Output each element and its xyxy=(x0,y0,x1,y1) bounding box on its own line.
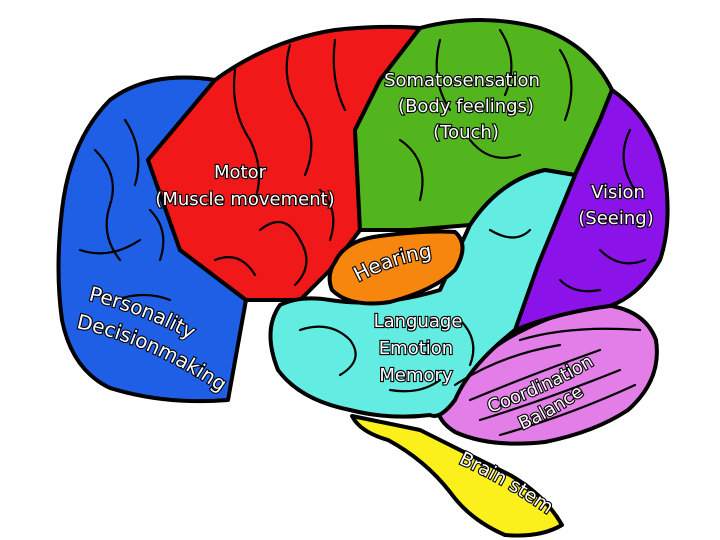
label-somatosensation: Somatosensation (Body feelings) (Touch) xyxy=(383,69,541,144)
label-temporal-line2: Emotion xyxy=(379,338,453,359)
label-vision-line2: (Seeing) xyxy=(578,208,653,229)
label-motor-line1: Motor xyxy=(214,162,267,183)
label-motor: Motor (Muscle movement) xyxy=(154,161,336,211)
hearing-region xyxy=(327,229,465,306)
temporal-region xyxy=(268,168,577,419)
label-motor-line2: (Muscle movement) xyxy=(155,189,334,210)
label-temporal: Language Emotion Memory xyxy=(372,310,463,387)
label-temporal-line3: Memory xyxy=(379,365,453,386)
label-somatosensation-line1: Somatosensation xyxy=(384,70,540,91)
label-somatosensation-line3: (Touch) xyxy=(433,122,499,143)
label-temporal-line1: Language xyxy=(374,311,463,332)
label-somatosensation-line2: (Body feelings) xyxy=(398,96,534,117)
label-vision: Vision (Seeing) xyxy=(577,181,655,230)
cerebellum-region xyxy=(435,303,659,446)
frontal-lobe-region xyxy=(56,75,248,404)
label-vision-line1: Vision xyxy=(591,182,645,203)
brain-folds xyxy=(78,28,647,437)
vision-region xyxy=(513,88,670,332)
motor-region xyxy=(146,24,422,302)
brain-stem-region xyxy=(350,414,564,538)
